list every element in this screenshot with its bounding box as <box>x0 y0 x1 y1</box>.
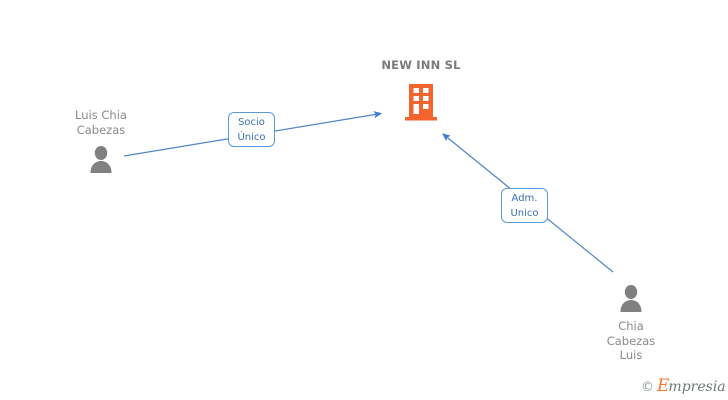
building-icon-wrap <box>351 82 491 122</box>
relation-label-line1: Socio <box>238 117 265 128</box>
person-node-left[interactable]: Luis Chia Cabezas <box>41 108 161 173</box>
relation-label-line2: Unico <box>510 208 539 219</box>
brand-initial: E <box>657 376 670 396</box>
relation-label-adm-unico[interactable]: Adm. Unico <box>501 188 548 223</box>
person-avatar-icon <box>620 285 642 312</box>
relation-label-socio-unico[interactable]: Socio Único <box>228 112 275 147</box>
copyright-icon: © <box>641 379 654 395</box>
brand-rest: mpresia <box>668 379 726 395</box>
company-name-label: NEW INN SL <box>381 58 461 72</box>
person-name-label: Luis Chia <box>75 108 127 122</box>
person-avatar-icon <box>90 146 112 173</box>
building-icon <box>405 84 437 121</box>
brand-logo: E mpresia <box>657 376 726 396</box>
relation-label-line1: Adm. <box>511 193 538 204</box>
avatar-wrap <box>41 145 161 173</box>
person-node-right[interactable]: Chia Cabezas Luis <box>571 284 691 363</box>
company-node[interactable]: NEW INN SL <box>351 58 491 122</box>
watermark: © E mpresia <box>641 376 726 396</box>
avatar-wrap <box>571 284 691 312</box>
person-name-label: Chia <box>618 319 644 333</box>
person-name-label: Cabezas <box>76 122 126 137</box>
person-name-label: Luis <box>619 348 643 362</box>
person-name-label: Cabezas <box>606 333 656 348</box>
relation-label-line2: Único <box>237 132 266 143</box>
